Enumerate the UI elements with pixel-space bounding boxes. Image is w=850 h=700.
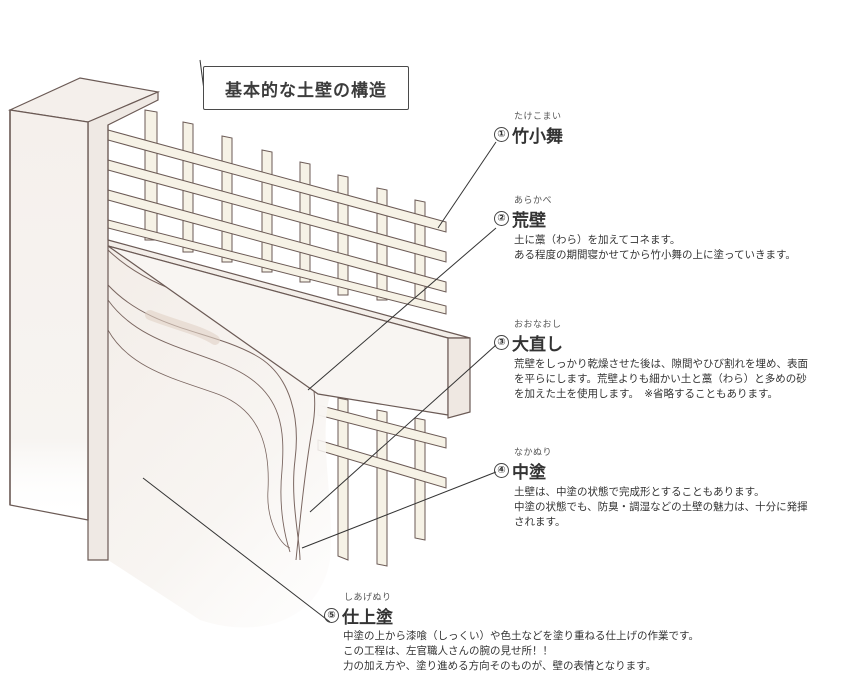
label-rough-coat: あらかべ ② 荒壁 (494, 196, 552, 231)
description-leveling-coat: 荒壁をしっかり乾燥させた後は、隙間やひび割れを埋め、表面 を平らにします。荒壁よ… (514, 358, 808, 400)
layer-name: 中塗 (512, 463, 546, 483)
layer-name: 荒壁 (512, 211, 546, 231)
description-rough-coat: 土に藁（わら）を加えてコネます。 ある程度の期間寝かせてから竹小舞の上に塗ってい… (514, 234, 796, 261)
layer-name: 仕上塗 (342, 608, 393, 628)
number-circle: ③ (494, 335, 509, 350)
number-circle: ④ (494, 463, 509, 478)
layer-name: 竹小舞 (512, 127, 563, 147)
description-finish-coat: 中塗の上から漆喰（しっくい）や色土などを塗り重ねる仕上げの作業です。 この工程は… (343, 630, 699, 672)
diagram-title: 基本的な土壁の構造 (203, 66, 409, 110)
description-middle-coat: 土壁は、中塗の状態で完成形とすることもあります。 中塗の状態でも、防臭・調湿など… (514, 486, 808, 528)
ruby-text: あらかべ (514, 196, 553, 206)
label-finish-coat: しあげぬり ⑤ 仕上塗 (324, 593, 393, 628)
number-circle: ① (494, 127, 509, 142)
label-bamboo-lath: たけこまい ① 竹小舞 (494, 112, 563, 147)
wooden-post (7, 77, 161, 561)
ruby-text: しあげぬり (344, 593, 392, 603)
bamboo-lath-horizontal (107, 129, 447, 489)
leader-lines (142, 59, 497, 623)
ruby-text: なかぬり (514, 448, 553, 458)
label-leveling-coat: おおなおし ③ 大直し (494, 320, 563, 355)
label-middle-coat: なかぬり ④ 中塗 (494, 448, 552, 483)
number-circle: ⑤ (324, 608, 339, 623)
ruby-text: おおなおし (514, 320, 562, 330)
ruby-text: たけこまい (514, 112, 562, 122)
number-circle: ② (494, 211, 509, 226)
layer-name: 大直し (512, 335, 563, 355)
